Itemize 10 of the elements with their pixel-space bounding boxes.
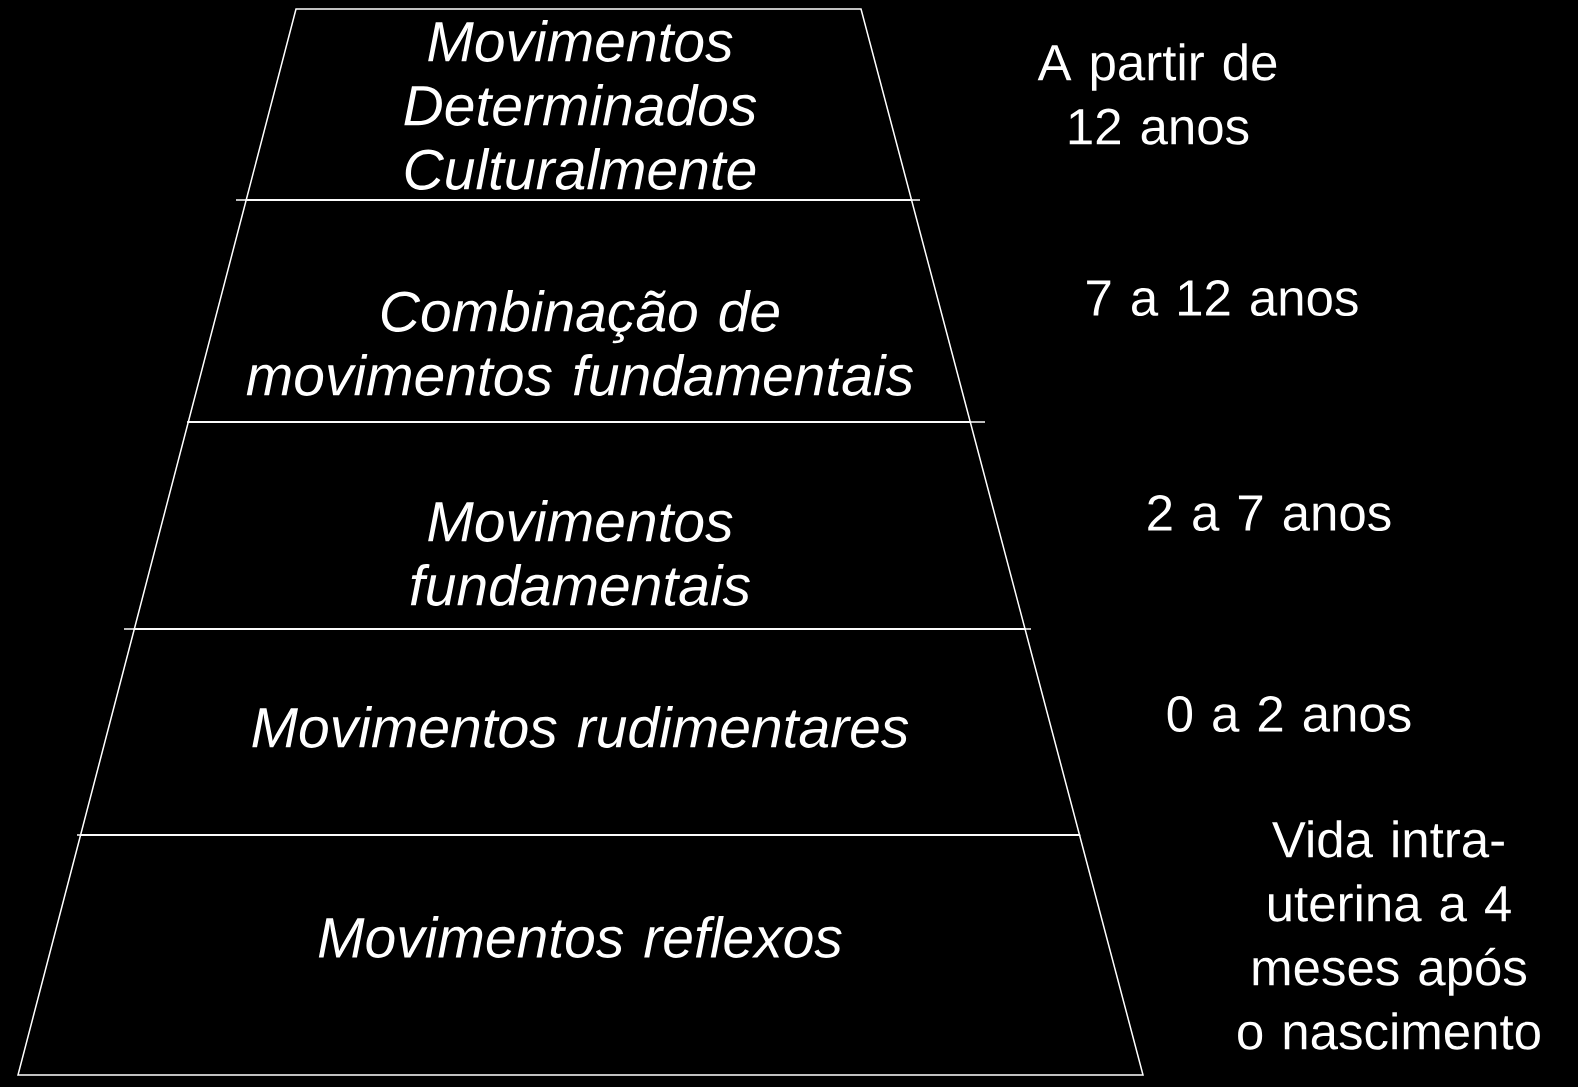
age-label: 2 a 7 anos (1148, 494, 1391, 532)
age-label: Vida intra-uterina a 4 meses após o nascimento (1238, 820, 1540, 1050)
pyramid-level: Combinação de movimentos fundamentais (187, 199, 972, 423)
age-label: 0 a 2 anos (1167, 695, 1411, 733)
age-label: 7 a 12 anos (1087, 279, 1358, 317)
pyramid-level: Movimentos rudimentares (79, 628, 1081, 836)
pyramid-level: Movimentos fundamentais (133, 421, 1026, 630)
age-label: A partir de 12 anos (1037, 43, 1277, 145)
pyramid-level: Movimentos reflexos (17, 834, 1144, 1076)
pyramid-level: Movimentos Determinados Culturalmente (245, 8, 913, 201)
